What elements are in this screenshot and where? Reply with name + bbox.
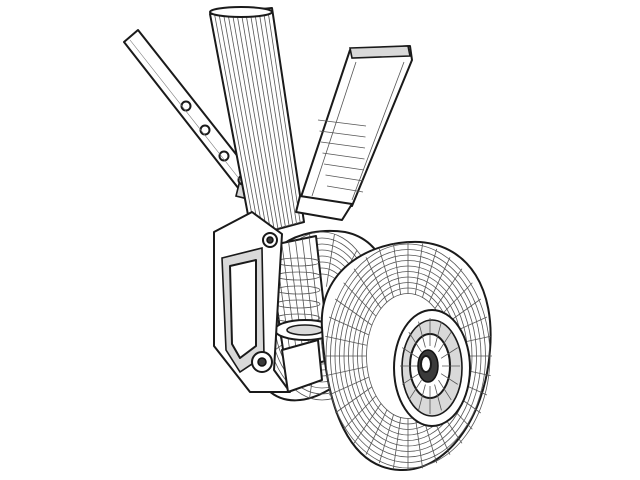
fork-bracket: [213, 211, 323, 393]
arm-hole: [218, 150, 230, 162]
main-strut: [209, 6, 305, 237]
arm-hole: [199, 124, 211, 136]
wheel-hub: [393, 309, 471, 427]
front-wheel: [320, 240, 492, 472]
arm-hole: [180, 100, 192, 112]
torque-link-plate: [295, 45, 413, 221]
